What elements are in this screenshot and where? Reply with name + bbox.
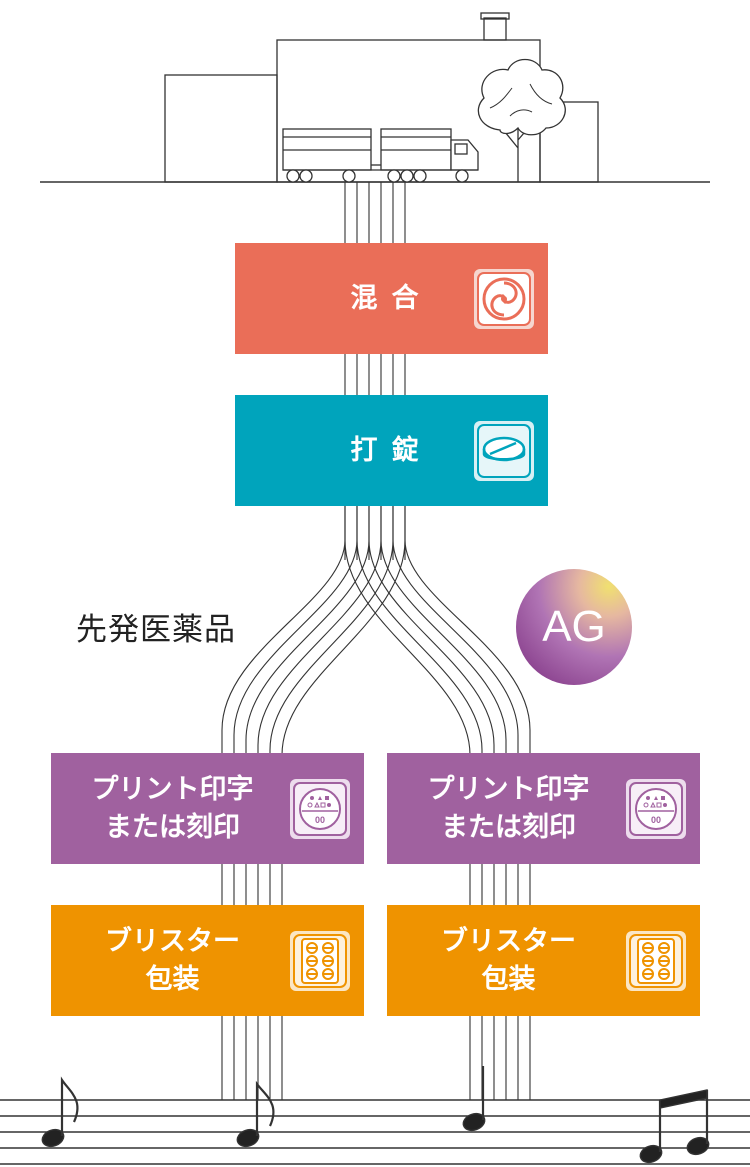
step-mixing: 混合	[235, 243, 548, 354]
stamped-tablet-icon: 00	[626, 778, 686, 839]
step-print-or-engrave-ag: プリント印字 または刻印 00	[387, 753, 700, 864]
step-tableting-label: 打錠	[350, 434, 433, 466]
ag-badge: AG	[516, 569, 632, 685]
stamped-tablet-icon: 00	[290, 778, 350, 839]
truck-icon	[282, 128, 479, 183]
step-tableting: 打錠	[235, 395, 548, 506]
step-print-line2: または刻印	[441, 811, 576, 843]
step-print-line1: プリント印字	[91, 774, 254, 806]
factory-illustration	[40, 12, 710, 183]
step-blister-line2: 包装	[145, 963, 200, 995]
swirl-mixer-icon	[474, 268, 534, 329]
step-mixing-label: 混合	[350, 282, 433, 314]
blister-pack-icon	[290, 930, 350, 991]
svg-text:00: 00	[651, 815, 661, 825]
step-blister-packaging-ag: ブリスター 包装	[387, 905, 700, 1016]
blister-pack-icon	[626, 930, 686, 991]
step-print-line2: または刻印	[105, 811, 240, 843]
step-blister-line2: 包装	[481, 963, 536, 995]
step-blister-packaging-original: ブリスター 包装	[51, 905, 364, 1016]
tablet-icon	[474, 420, 534, 481]
original-drug-label: 先発医薬品	[76, 612, 236, 648]
step-print-or-engrave-original: プリント印字 または刻印 00	[51, 753, 364, 864]
tree-icon	[477, 58, 566, 182]
step-blister-line1: ブリスター	[441, 926, 576, 958]
ag-badge-text: AG	[542, 602, 606, 651]
music-staff-notes-icon	[0, 1066, 750, 1165]
svg-text:00: 00	[315, 815, 325, 825]
step-print-line1: プリント印字	[427, 774, 590, 806]
step-blister-line1: ブリスター	[105, 926, 240, 958]
